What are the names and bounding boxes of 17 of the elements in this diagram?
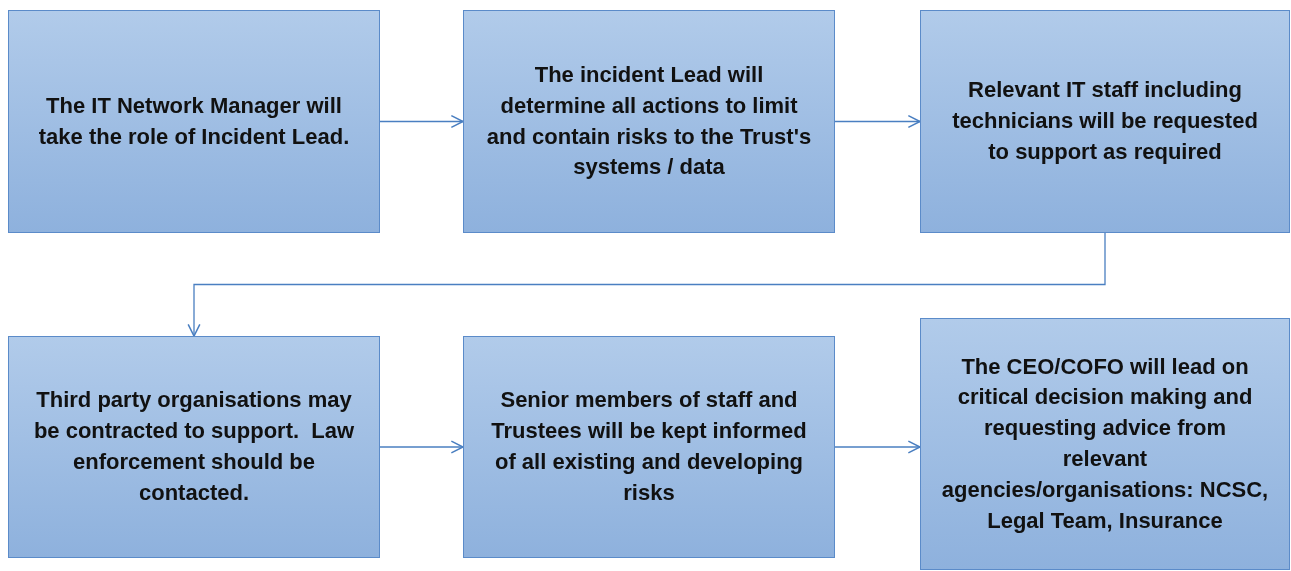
arrow — [834, 440, 921, 454]
arrow — [187, 232, 1106, 337]
arrow — [834, 114, 921, 129]
arrow — [379, 114, 464, 129]
box-text: The incident Lead will determine all actions to limit and contain risks to the Trust's systems / data — [485, 60, 813, 182]
box-text: Third party organisations may be contracted to support. Law enforcement should be contacted. — [32, 386, 356, 507]
process-box — [8, 336, 380, 558]
box-text: The CEO/COFO will lead on critical decision making and requesting advice from relevant agencies/organisations: NCSC, Legal Team, Insurance — [940, 352, 1270, 535]
box-text: The IT Network Manager will take the role of Incident Lead. — [37, 91, 351, 151]
process-box — [463, 10, 835, 233]
process-box — [920, 318, 1290, 570]
box-text: Senior members of staff and Trustees will be kept informed of all existing and developing risks — [490, 386, 808, 507]
process-box — [8, 10, 380, 233]
arrow — [379, 440, 464, 454]
process-box — [463, 336, 835, 558]
process-box — [920, 10, 1290, 233]
box-text: Relevant IT staff including technicians will be requested to support as required — [951, 76, 1259, 166]
